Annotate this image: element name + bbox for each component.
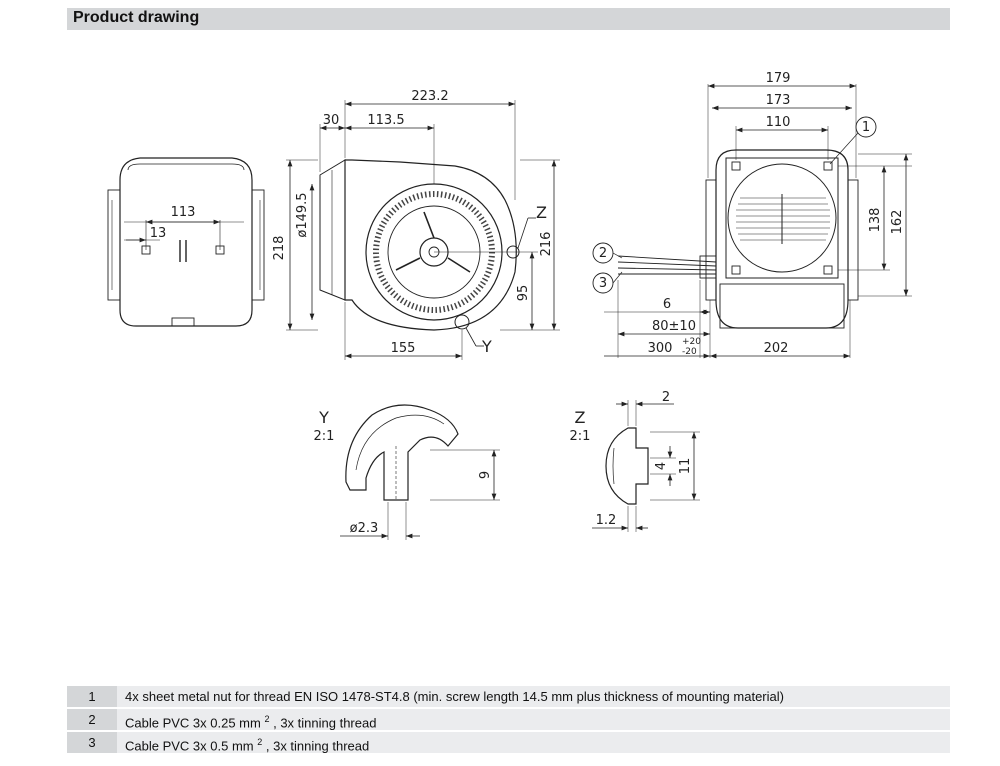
rear-inlet-ring xyxy=(727,163,837,273)
legend-text: Cable PVC 3x 0.5 mm 2 , 3x tinning threa… xyxy=(125,737,370,754)
side-label-z: Z xyxy=(536,203,547,222)
callout-3: 3 xyxy=(599,276,607,291)
side-detail-y-marker xyxy=(454,314,470,330)
rear-cables xyxy=(617,255,717,275)
detail-z-dim-4: 4 xyxy=(654,462,669,470)
side-dim-dia149-5: ø149.5 xyxy=(295,192,310,237)
legend-text: 4x sheet metal nut for thread EN ISO 147… xyxy=(125,689,784,704)
side-dim-113-5: 113.5 xyxy=(367,113,404,128)
front-bottom-tab xyxy=(171,317,195,327)
side-scroll-housing xyxy=(344,159,517,331)
legend-row: 1 4x sheet metal nut for thread EN ISO 1… xyxy=(67,686,950,707)
rear-dim-110: 110 xyxy=(766,115,791,130)
side-spokes xyxy=(395,211,471,273)
detail-z-dim-11: 11 xyxy=(678,458,693,475)
detail-z-dim-2: 2 xyxy=(662,390,670,405)
front-housing-outline xyxy=(119,157,253,327)
nut-tr xyxy=(823,161,833,171)
detail-y-label: Y xyxy=(318,408,329,427)
rear-dim-300-tol-plus: +20 xyxy=(682,337,701,347)
side-dim-223-2: 223.2 xyxy=(411,89,448,104)
front-dim-113: 113 xyxy=(171,205,196,220)
rear-dim-300: 300 xyxy=(648,341,673,356)
nut-tl xyxy=(731,161,741,171)
rear-dim-80: 80±10 xyxy=(652,319,696,334)
side-dim-155: 155 xyxy=(391,341,416,356)
rear-motor-base xyxy=(719,283,845,329)
callout-1: 1 xyxy=(862,120,870,135)
legend-row: 2 Cable PVC 3x 0.25 mm 2 , 3x tinning th… xyxy=(67,709,950,730)
side-label-y: Y xyxy=(481,337,492,356)
detail-y-scale: 2:1 xyxy=(314,429,335,444)
detail-y-dim-dia2-3: ø2.3 xyxy=(350,521,379,536)
detail-y-clip-outline xyxy=(345,404,459,501)
rear-dim-202: 202 xyxy=(764,341,789,356)
detail-z-dim-1-2: 1.2 xyxy=(596,513,617,528)
section-header: Product drawing xyxy=(67,8,950,30)
rear-left-flange xyxy=(705,179,717,301)
front-view xyxy=(107,157,265,327)
rear-view xyxy=(592,83,912,359)
side-inlet-duct xyxy=(319,159,346,301)
side-dim-95: 95 xyxy=(516,285,531,302)
front-right-flange xyxy=(251,189,265,301)
side-dim-216: 216 xyxy=(539,232,554,257)
rear-dim-300-tol-minus: -20 xyxy=(682,347,697,357)
rear-dim-6: 6 xyxy=(663,297,671,312)
rear-inlet-frame xyxy=(725,157,839,279)
legend-row: 3 Cable PVC 3x 0.5 mm 2 , 3x tinning thr… xyxy=(67,732,950,753)
rear-dim-179: 179 xyxy=(766,71,791,86)
nut-bl xyxy=(731,265,741,275)
callout-2: 2 xyxy=(599,246,607,261)
detail-y-dim-9: 9 xyxy=(478,471,493,479)
rear-dim-138: 138 xyxy=(868,208,883,233)
front-left-flange xyxy=(107,189,121,301)
nut-br xyxy=(823,265,833,275)
legend-number: 1 xyxy=(67,686,117,707)
section-title: Product drawing xyxy=(73,9,200,26)
rear-right-flange xyxy=(847,179,859,301)
detail-z xyxy=(592,400,700,532)
detail-z-label: Z xyxy=(575,408,586,427)
detail-z-nut-outline xyxy=(605,427,649,505)
detail-y xyxy=(340,404,500,540)
front-dim-13: 13 xyxy=(150,226,167,241)
front-housing-inner xyxy=(127,163,245,171)
rear-dim-162: 162 xyxy=(890,210,905,235)
rear-impeller-blades xyxy=(736,194,830,244)
rear-dim-173: 173 xyxy=(766,93,791,108)
legend-number: 2 xyxy=(67,709,117,730)
legend-text: Cable PVC 3x 0.25 mm 2 , 3x tinning thre… xyxy=(125,714,377,731)
product-drawing: 113 13 223. xyxy=(107,71,912,540)
rear-cable-grommet xyxy=(699,255,717,279)
detail-z-scale: 2:1 xyxy=(570,429,591,444)
side-dim-30: 30 xyxy=(323,113,340,128)
legend-table: 1 4x sheet metal nut for thread EN ISO 1… xyxy=(67,686,950,755)
legend-number: 3 xyxy=(67,732,117,753)
side-view xyxy=(286,100,560,360)
side-dim-218: 218 xyxy=(272,236,287,261)
